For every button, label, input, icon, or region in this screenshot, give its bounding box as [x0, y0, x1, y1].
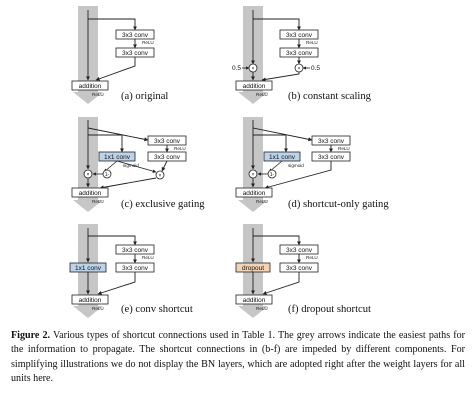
panel-f-caption: (f) dropout shortcut: [288, 304, 371, 315]
panel-c: 3x3 conv ReLU 3x3 conv 1x1 conv sigmoid …: [71, 117, 205, 212]
residual-line: [99, 177, 157, 190]
addition-label: addition: [79, 190, 102, 197]
conv-label: 3x3 conv: [286, 50, 313, 57]
panel-a-caption: (a) original: [121, 91, 168, 102]
scale-factor-label: 0.5: [232, 65, 241, 72]
conv-label: 3x3 conv: [122, 50, 149, 57]
residual-line: [253, 18, 302, 31]
addition-box: [235, 80, 273, 91]
multiply-symbol: ×: [87, 172, 90, 178]
panel-c-caption: (c) exclusive gating: [121, 199, 205, 210]
addition-label: addition: [243, 190, 266, 197]
figure-label: Figure 2.: [11, 330, 51, 341]
residual-line: [95, 57, 136, 81]
residual-line: [161, 160, 168, 172]
residual-line: [87, 127, 149, 142]
addition-box: [71, 187, 109, 198]
relu-label: ReLU: [92, 306, 104, 311]
multiply-symbol: ×: [252, 66, 255, 72]
conv-label: 3x3 conv: [154, 138, 181, 145]
multiply-symbol: ×: [252, 172, 255, 178]
panel-b: 3x3 conv ReLU 3x3 conv × × 0.5 0.5 addit…: [232, 6, 372, 104]
relu-label: ReLU: [174, 146, 186, 151]
relu-label: ReLU: [142, 255, 154, 260]
multiply-node: [155, 170, 165, 180]
shortcut-diagram: 3x3 conv ReLU 3x3 conv addition ReLU (a)…: [69, 6, 389, 318]
addition-box: [235, 294, 273, 305]
conv-label: 3x3 conv: [122, 265, 149, 272]
conv-label: 3x3 conv: [286, 265, 313, 272]
gate-conv-label: 1x1 conv: [269, 154, 296, 161]
one-minus-symbol: 1-: [105, 172, 110, 178]
gate-line: [253, 134, 289, 153]
conv-label: 3x3 conv: [286, 247, 313, 254]
residual-line: [88, 235, 138, 246]
residual-line: [97, 272, 136, 295]
addition-box: [235, 187, 273, 198]
figure-caption: Figure 2. Various types of shortcut conn…: [11, 329, 465, 386]
gate-conv-label: 1x1 conv: [104, 154, 131, 161]
gate-line: [88, 134, 125, 153]
panel-e: 3x3 conv ReLU 3x3 conv 1x1 conv addition…: [69, 224, 193, 318]
scale-factor-label: 0.5: [311, 65, 320, 72]
panel-e-caption: (e) conv shortcut: [121, 304, 193, 315]
panel-f: 3x3 conv ReLU 3x3 conv dropout addition …: [235, 224, 371, 318]
panel-a: 3x3 conv ReLU 3x3 conv addition ReLU (a)…: [71, 6, 168, 104]
addition-label: addition: [79, 297, 102, 304]
relu-label: ReLU: [256, 306, 268, 311]
dropout-label: dropout: [242, 265, 264, 272]
sigmoid-label: sigmoid: [123, 163, 139, 168]
sigmoid-label: sigmoid: [288, 163, 304, 168]
relu-label: ReLU: [142, 40, 154, 45]
addition-box: [71, 80, 109, 91]
shortcut-conv-label: 1x1 conv: [75, 265, 102, 272]
conv-label: 3x3 conv: [122, 247, 149, 254]
conv-label: 3x3 conv: [318, 154, 345, 161]
relu-label: ReLU: [256, 92, 268, 97]
residual-line: [262, 272, 300, 295]
conv-label: 3x3 conv: [318, 138, 345, 145]
conv-label: 3x3 conv: [286, 32, 313, 39]
panel-d: 3x3 conv ReLU 3x3 conv 1x1 conv sigmoid …: [235, 117, 389, 212]
relu-label: ReLU: [92, 199, 104, 204]
residual-line: [88, 18, 138, 31]
relu-label: ReLU: [92, 92, 104, 97]
residual-line: [261, 72, 300, 82]
multiply-symbol: ×: [298, 66, 301, 72]
addition-box: [71, 294, 109, 305]
relu-label: ReLU: [306, 255, 318, 260]
one-minus-symbol: 1-: [270, 172, 275, 178]
panel-d-caption: (d) shortcut-only gating: [288, 199, 389, 210]
multiply-symbol: ×: [159, 173, 162, 179]
residual-line: [252, 127, 313, 142]
residual-line: [264, 161, 332, 189]
panel-b-caption: (b) constant scaling: [288, 91, 372, 102]
residual-line: [253, 235, 302, 246]
relu-label: ReLU: [256, 199, 268, 204]
addition-label: addition: [79, 83, 102, 90]
conv-label: 3x3 conv: [154, 154, 181, 161]
addition-label: addition: [243, 83, 266, 90]
gate-line: [116, 160, 157, 173]
conv-label: 3x3 conv: [122, 32, 149, 39]
figure-caption-text: Various types of shortcut connections us…: [11, 330, 465, 384]
relu-label: ReLU: [338, 146, 350, 151]
relu-label: ReLU: [306, 40, 318, 45]
addition-label: addition: [243, 297, 266, 304]
